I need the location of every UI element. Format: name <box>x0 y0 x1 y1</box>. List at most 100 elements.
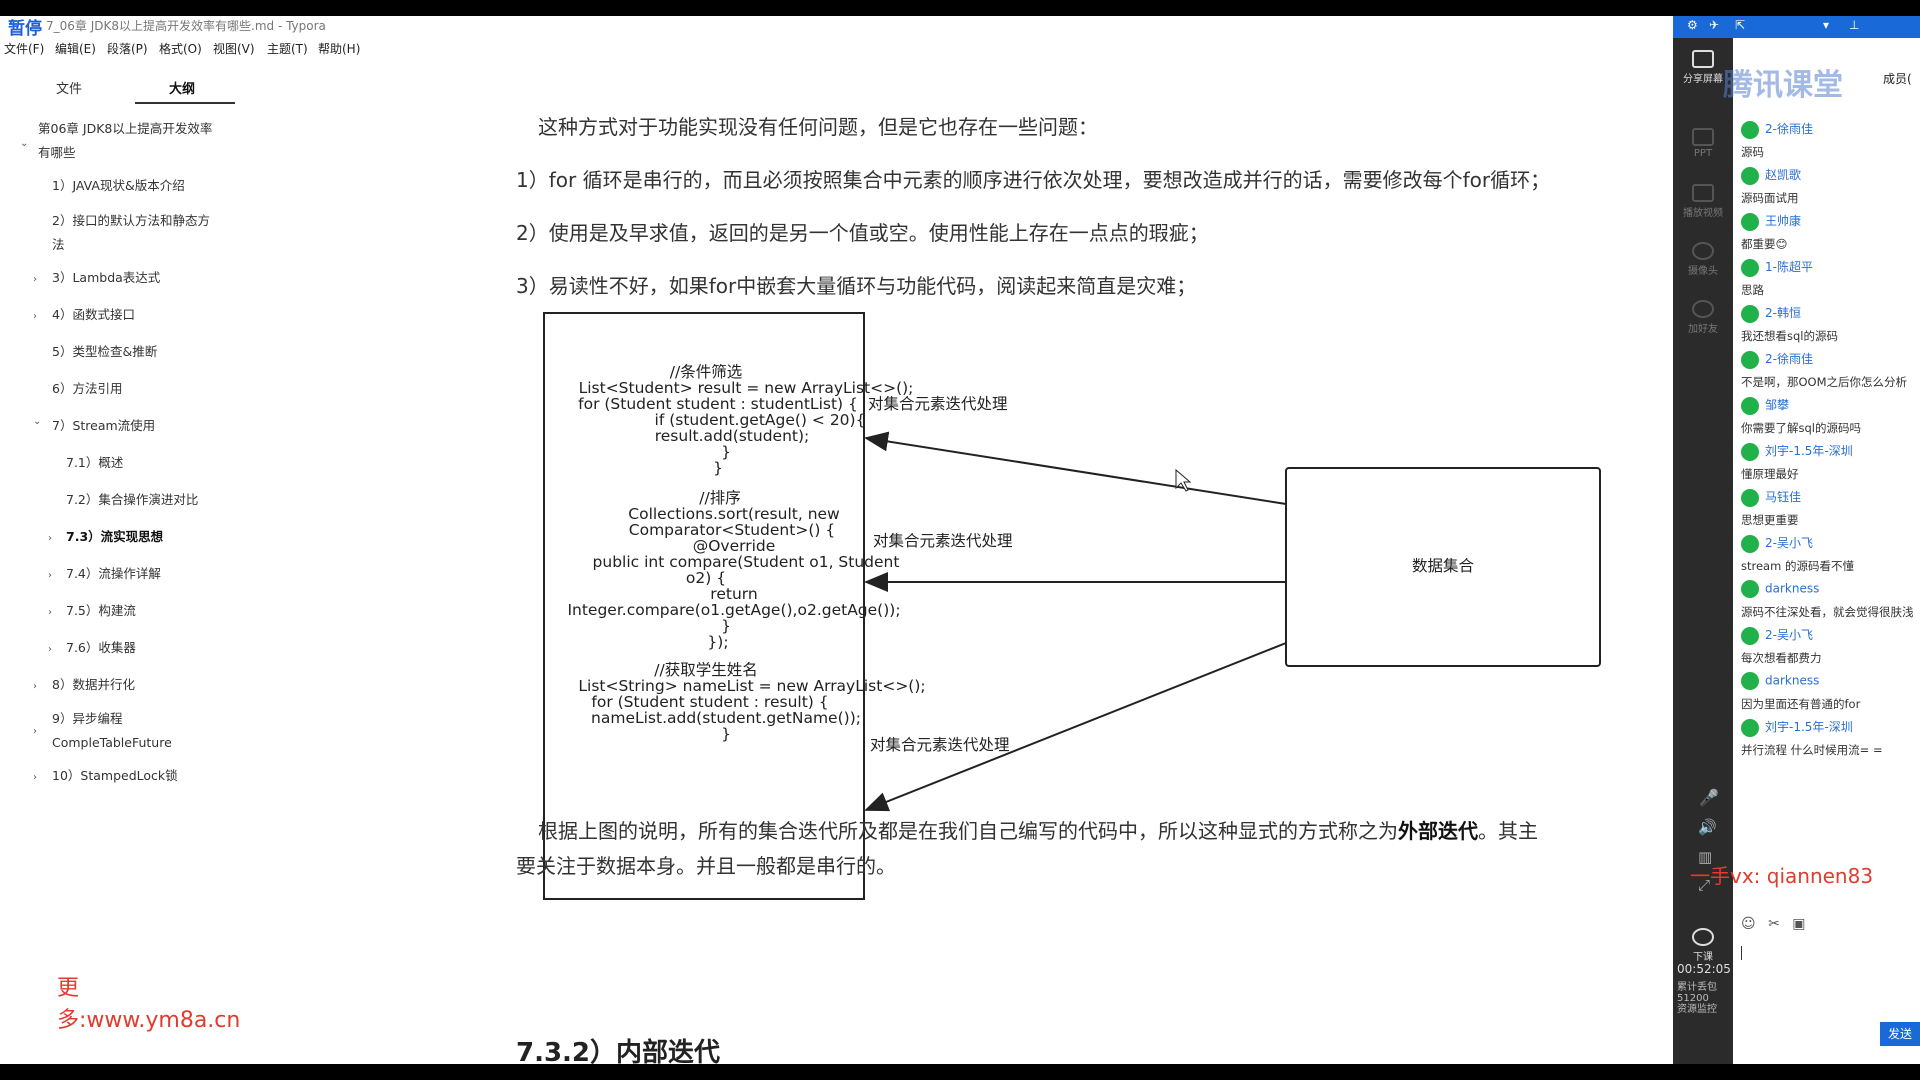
menu-format[interactable]: 格式(O) <box>159 42 202 56</box>
tab-outline[interactable]: 大纲 <box>169 82 196 97</box>
code-line: for (Student student : result) { <box>591 693 828 711</box>
avatar[interactable] <box>1741 442 1759 461</box>
outline-item-cont[interactable]: 法 <box>52 237 65 252</box>
external-iteration-term: 外部迭代 <box>1398 819 1478 843</box>
chat-username-text: 刘宇-1.5年-深圳 <box>1765 444 1853 458</box>
ppt-button[interactable]: PPT <box>1673 128 1733 159</box>
outline-item-cont[interactable]: 有哪些 <box>38 145 76 160</box>
avatar[interactable] <box>1741 396 1759 415</box>
menu-paragraph[interactable]: 段落(P) <box>107 42 148 56</box>
menu-help[interactable]: 帮助(H) <box>318 42 361 56</box>
outline-item[interactable]: 7）Stream流使用 <box>52 418 156 433</box>
list-item-3: 3）易读性不好，如果for中嵌套大量循环与功能代码，阅读起来简直是灾难； <box>516 274 1197 298</box>
outline-item[interactable]: 6）方法引用 <box>52 381 123 396</box>
chat-input[interactable] <box>1741 940 1916 1030</box>
outline-item-active[interactable]: 7.3）流实现思想 <box>66 529 164 544</box>
chevron-right-icon[interactable]: › <box>33 726 37 737</box>
chat-username[interactable]: 马钰佳 <box>1741 488 1801 507</box>
avatar[interactable] <box>1741 120 1759 139</box>
outline-item[interactable]: 9）异步编程 <box>52 711 123 726</box>
live-class-panel: ⚙ ✈ ⇱ ▾ ⊥ 分享屏幕 PPT 播放视频 摄像头 加好友 🎤 🔊 ▥ ⤢ … <box>1673 16 1920 1064</box>
avatar[interactable] <box>1741 580 1759 598</box>
external-icon[interactable]: ⇱ <box>1735 18 1746 32</box>
chevron-right-icon[interactable]: › <box>48 607 52 618</box>
chat-username-text: 2-徐雨佳 <box>1765 122 1813 136</box>
outline-item[interactable]: 4）函数式接口 <box>52 307 135 322</box>
image-icon[interactable]: ▣ <box>1792 916 1806 932</box>
avatar[interactable] <box>1741 166 1759 185</box>
avatar[interactable] <box>1741 258 1759 277</box>
chat-username[interactable]: 2-吴小飞 <box>1741 534 1813 553</box>
chat-username[interactable]: darkness <box>1741 580 1819 598</box>
chevron-down-icon[interactable]: ⌄ <box>20 138 29 149</box>
send-button[interactable]: 发送 <box>1880 1022 1920 1046</box>
chevron-right-icon[interactable]: › <box>48 570 52 581</box>
chevron-right-icon[interactable]: › <box>48 533 52 544</box>
pin-icon[interactable]: ⊥ <box>1849 18 1860 32</box>
chevron-right-icon[interactable]: › <box>33 681 37 692</box>
chat-username[interactable]: 2-吴小飞 <box>1741 626 1813 645</box>
chevron-down-icon[interactable]: ⌄ <box>33 416 42 427</box>
ppt-icon <box>1692 128 1714 146</box>
microphone-icon[interactable]: 🎤 <box>1699 788 1719 807</box>
avatar[interactable] <box>1741 626 1759 645</box>
resource-monitor-label[interactable]: 资源监控 <box>1677 1004 1717 1015</box>
scissors-icon[interactable]: ✂ <box>1768 916 1780 932</box>
avatar[interactable] <box>1741 718 1759 737</box>
avatar[interactable] <box>1741 212 1759 231</box>
settings-icon[interactable]: ⚙ <box>1687 18 1698 32</box>
outline-item[interactable]: 7.5）构建流 <box>66 603 136 618</box>
avatar[interactable] <box>1741 304 1759 323</box>
outline-item[interactable]: 第06章 JDK8以上提高开发效率 <box>38 121 213 136</box>
add-friend-button[interactable]: 加好友 <box>1673 300 1733 335</box>
outline-item[interactable]: 1）JAVA现状&版本介绍 <box>52 178 185 193</box>
end-class-button[interactable]: 下课 <box>1673 928 1733 963</box>
menu-edit[interactable]: 编辑(E) <box>55 42 96 56</box>
menu-theme[interactable]: 主题(T) <box>267 42 308 56</box>
avatar[interactable] <box>1741 488 1759 507</box>
camera-button[interactable]: 摄像头 <box>1673 242 1733 277</box>
chat-username[interactable]: 刘宇-1.5年-深圳 <box>1741 718 1853 737</box>
paused-label[interactable]: 暂停 <box>8 19 42 39</box>
share-icon[interactable]: ✈ <box>1709 18 1720 32</box>
chat-username[interactable]: 2-韩恒 <box>1741 304 1801 323</box>
menu-file[interactable]: 文件(F) <box>4 42 45 56</box>
outline-item[interactable]: 7.4）流操作详解 <box>66 566 161 581</box>
avatar[interactable] <box>1741 350 1759 369</box>
typora-window: 7_06章 JDK8以上提高开发效率有哪些.md - Typora 暂停 文件(… <box>0 16 1673 1064</box>
outline-item-cont[interactable]: CompleTableFuture <box>52 735 172 750</box>
avatar[interactable] <box>1741 534 1759 553</box>
outline-item[interactable]: 3）Lambda表达式 <box>52 270 161 285</box>
chat-username-text: 1-陈超平 <box>1765 260 1813 274</box>
chat-username[interactable]: 2-徐雨佳 <box>1741 120 1813 139</box>
outline-item[interactable]: 10）StampedLock锁 <box>52 768 178 783</box>
emoji-icon[interactable]: ☺ <box>1741 916 1756 932</box>
outline-item[interactable]: 2）接口的默认方法和静态方 <box>52 213 210 228</box>
fullscreen-icon[interactable]: ⤢ <box>1698 876 1711 894</box>
outline-item[interactable]: 7.6）收集器 <box>66 640 136 655</box>
chat-username[interactable]: 赵凯歌 <box>1741 166 1801 185</box>
avatar[interactable] <box>1741 672 1759 690</box>
chat-username[interactable]: 刘宇-1.5年-深圳 <box>1741 442 1853 461</box>
outline-item[interactable]: 8）数据并行化 <box>52 677 135 692</box>
members-tab[interactable]: 成员( <box>1883 72 1912 86</box>
outline-item[interactable]: 7.1）概述 <box>66 455 124 470</box>
chevron-right-icon[interactable]: › <box>48 644 52 655</box>
chat-username[interactable]: 1-陈超平 <box>1741 258 1813 277</box>
outline-item[interactable]: 5）类型检查&推断 <box>52 344 158 359</box>
menu-view[interactable]: 视图(V) <box>213 42 255 56</box>
chat-username[interactable]: 邹攀 <box>1741 396 1789 415</box>
outline-item[interactable]: 7.2）集合操作演进对比 <box>66 492 199 507</box>
chevron-right-icon[interactable]: › <box>33 772 37 783</box>
speaker-icon[interactable]: 🔊 <box>1698 818 1717 836</box>
share-screen-button[interactable]: 分享屏幕 <box>1673 50 1733 85</box>
dropdown-icon[interactable]: ▾ <box>1823 18 1830 32</box>
chat-username[interactable]: 2-徐雨佳 <box>1741 350 1813 369</box>
tab-files[interactable]: 文件 <box>56 82 83 97</box>
chevron-right-icon[interactable]: › <box>33 311 37 322</box>
chat-username[interactable]: 王帅康 <box>1741 212 1801 231</box>
play-video-button[interactable]: 播放视频 <box>1673 184 1733 219</box>
chat-message: 不是啊，那OOM之后你怎么分析 <box>1741 375 1908 389</box>
chat-username[interactable]: darkness <box>1741 672 1819 690</box>
chevron-right-icon[interactable]: › <box>33 274 37 285</box>
